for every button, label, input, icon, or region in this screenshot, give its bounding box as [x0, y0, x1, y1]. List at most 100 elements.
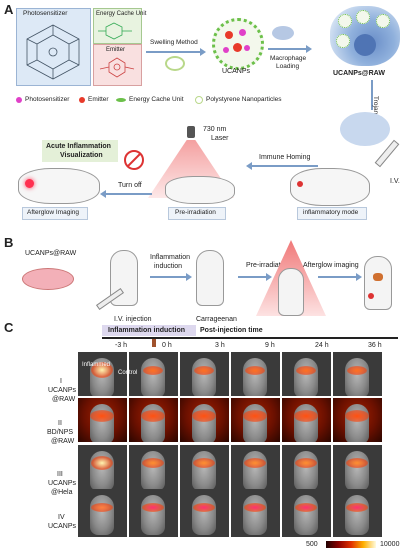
- caption-inflammatory: inflammatory mode: [297, 207, 367, 220]
- caption-pre-irradiation: Pre-irradiation: [168, 207, 226, 220]
- row1-name-1: UCANPs: [48, 387, 77, 394]
- energy-cache-legend-dot: [116, 98, 126, 102]
- post-injection-header: Post-injection time: [200, 327, 263, 334]
- afterglow-signal: [346, 458, 368, 468]
- afterglow-signal: [91, 456, 113, 470]
- timepoint-3h: 3 h: [215, 342, 225, 349]
- timepoint-9h: 9 h: [265, 342, 275, 349]
- afterglow-signal: [91, 362, 113, 378]
- loading-arrow-head: [306, 45, 312, 53]
- photosensitizer-legend-dot: [16, 97, 22, 103]
- visualization-label: Visualization: [60, 152, 103, 159]
- imaging-tile-row3-col6: [333, 445, 382, 489]
- mouse-silhouette: [345, 495, 369, 535]
- mouse-silhouette: [243, 451, 267, 489]
- acute-inflammation-label: Acute Inflammation: [46, 143, 111, 150]
- mouse-afterglow-icon: [18, 168, 100, 204]
- immune-homing-arrow: [252, 165, 318, 167]
- imaging-tile-row3-col2: [129, 445, 178, 489]
- afterglow-signal: [347, 365, 367, 375]
- laser-wavelength: 730 nm: [203, 126, 227, 133]
- afterglow-signal: [346, 502, 368, 512]
- row1-name-2: @RAW: [52, 396, 76, 403]
- imaging-tile-row3-col1: [78, 445, 127, 489]
- emitter-title: Emitter: [106, 47, 126, 53]
- polystyrene-ring-icon: [165, 56, 185, 71]
- legend-polystyrene: Polystyrene Nanoparticles: [206, 96, 282, 103]
- afterglow-signal: [244, 458, 266, 468]
- laser-label: Laser: [211, 135, 229, 142]
- imaging-tile-row1-col1: [78, 352, 127, 396]
- row1-roman: I: [60, 378, 62, 385]
- porphyrin-structure-icon: [26, 24, 80, 80]
- afterglow-signal: [193, 502, 215, 512]
- imaging-tile-row4-col3: [180, 489, 229, 537]
- b-induction-arrow: [150, 276, 188, 278]
- imaging-tile-row4-col5: [282, 489, 331, 537]
- immune-homing-label: Immune Homing: [259, 154, 311, 161]
- imaging-tile-row3-col4: [231, 445, 280, 489]
- afterglow-signal: [244, 502, 266, 512]
- mouse-silhouette: [243, 358, 267, 396]
- mouse-silhouette: [243, 495, 267, 535]
- legend-emitter: Emitter: [88, 96, 109, 103]
- photosensitizer-title: Photosensitizer: [23, 10, 68, 17]
- b-pre-arrow: [238, 276, 268, 278]
- ucanps-raw-cell-icon: [330, 6, 400, 66]
- turn-off-arrow-head: [100, 190, 106, 198]
- b-mouse-3-icon: [278, 268, 304, 316]
- mouse-silhouette: [192, 358, 216, 396]
- imaging-tile-row4-col2: [129, 489, 178, 537]
- imaging-tile-row1-col4: [231, 352, 280, 396]
- swelling-arrow: [146, 51, 202, 53]
- imaging-tile-row2-col3: [180, 398, 229, 442]
- row3-roman: III: [57, 471, 63, 478]
- iv-label: I.V.: [390, 178, 400, 185]
- legend-energy-cache: Energy Cache Unit: [129, 96, 184, 103]
- row2-name-1: BD/NPS: [47, 429, 74, 436]
- inflamed-label: Inflammed: [82, 362, 111, 368]
- afterglow-signal: [142, 458, 164, 468]
- b-pre-irradiation-label: Pre-irradiation: [246, 262, 290, 269]
- afterglow-signal: [295, 458, 317, 468]
- imaging-tile-row2-col5: [282, 398, 331, 442]
- afterglow-signal: [142, 502, 164, 512]
- turn-off-icon: [124, 150, 144, 170]
- inflammation-induction-header: Inflammation induction: [102, 325, 196, 336]
- swelling-method-label: Swelling Method: [150, 39, 198, 46]
- afterglow-signal: [295, 502, 317, 512]
- imaging-tile-row1-col2: [129, 352, 178, 396]
- turn-off-arrow: [106, 193, 152, 195]
- afterglow-signal: [194, 365, 214, 375]
- afterglow-signal: [345, 410, 369, 422]
- mouse-silhouette: [192, 495, 216, 535]
- timeline-line: [102, 337, 398, 339]
- acute-inflammation-box: Acute Inflammation Visualization: [42, 140, 118, 162]
- emitter-box: Emitter: [93, 44, 142, 86]
- imaging-tile-row1-col5: [282, 352, 331, 396]
- afterglow-signal: [91, 502, 113, 512]
- row2-roman: II: [58, 420, 62, 427]
- loading-label: Loading: [276, 63, 300, 70]
- b-mouse-4-icon: [364, 256, 392, 310]
- polystyrene-legend-ring: [195, 96, 203, 104]
- row4-name-1: UCANPs: [48, 523, 77, 530]
- b-mouse-2-icon: [196, 250, 224, 306]
- imaging-tile-row4-col1: [78, 489, 127, 537]
- ucanps-particle-icon: [212, 18, 264, 70]
- loading-arrow: [268, 48, 308, 50]
- emitter-legend-dot: [79, 97, 85, 103]
- inflammation-induction-header-text: Inflammation induction: [108, 327, 185, 334]
- trojan-horse-arrow: [371, 80, 373, 110]
- row3-name-2: @Hela: [51, 489, 73, 496]
- ucanps-raw-label: UCANPs@RAW: [333, 70, 385, 77]
- afterglow-signal: [90, 410, 114, 422]
- afterglow-signal: [192, 410, 216, 422]
- b-afterglow-arrow-head: [356, 273, 362, 281]
- legend-photosensitizer: Photosensitizer: [25, 96, 70, 103]
- mouse-silhouette: [294, 451, 318, 489]
- inflammation-induction-label-2: induction: [154, 263, 183, 270]
- panel-label-b: B: [4, 235, 14, 250]
- macrophage-label: Macrophage: [270, 55, 307, 62]
- row4-roman: IV: [58, 514, 65, 521]
